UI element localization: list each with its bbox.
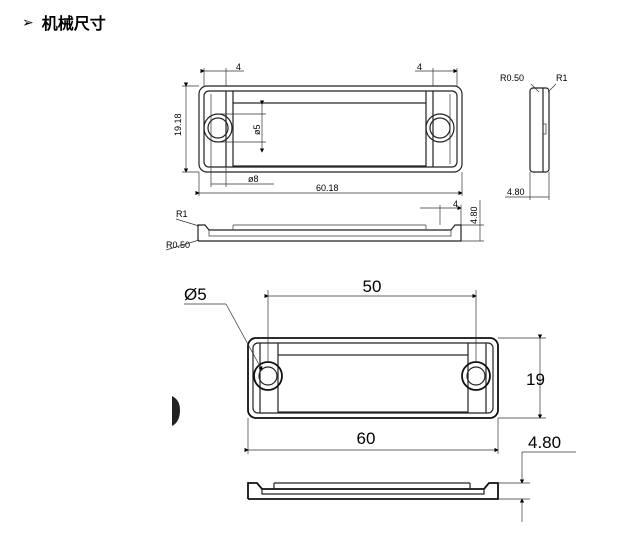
section-title: 机械尺寸 [41,14,106,33]
bottom-front-view: Ø5 50 19 60 [184,277,546,454]
dim-tab-right: 4 [417,62,422,72]
arrow-bullet-icon: ➢ [22,13,34,30]
profile-tab: 4 [453,199,458,209]
dim-hole-dia-bottom: Ø5 [184,285,207,304]
dim-hole-dia-top: ø5 [252,124,262,135]
top-side-view: R0.50 R1 4.80 [500,73,568,200]
dim-height-top: 19.18 [173,113,183,136]
dim-mount-dia: ø8 [248,174,259,184]
profile-r-bottom: R0.50 [166,240,190,250]
profile-r-top: R1 [176,209,188,219]
bottom-profile-view: 4.80 [247,433,576,522]
dim-length-top: 60.18 [316,183,339,193]
side-r-outer: R0.50 [500,73,524,83]
dim-length-bottom: 60 [357,429,376,448]
section-heading: ➢ 机械尺寸 [22,10,106,34]
dim-hole-spacing: 50 [363,277,382,296]
side-thickness: 4.80 [507,187,525,197]
dim-thickness-bottom: 4.80 [528,433,561,452]
top-front-view: 4 4 19.18 ø5 ø8 60.18 [173,62,463,196]
dim-height-bottom: 19 [526,370,545,389]
dim-tab-left: 4 [236,62,241,72]
cropped-mark [172,396,180,426]
profile-thickness: 4.80 [469,206,479,224]
side-r-inner: R1 [556,73,568,83]
top-profile-view: R1 R0.50 4 4.80 [165,199,484,251]
